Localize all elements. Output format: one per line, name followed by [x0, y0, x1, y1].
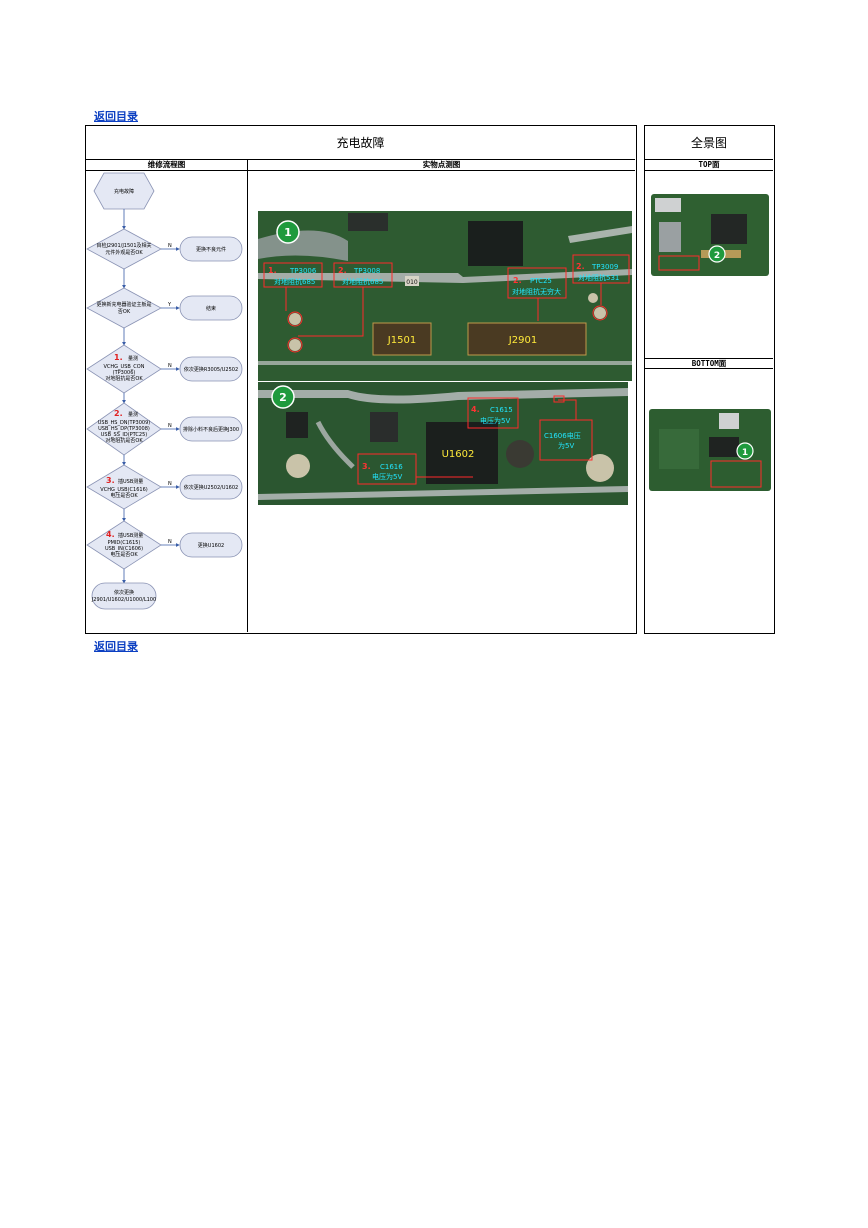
- c1616-name: C1616: [380, 463, 403, 471]
- flow-no-label-5: N: [168, 481, 172, 487]
- main-panel: 充电故障 维修流程图 实物点测图 充电故障 目检J2901/J1501及相关 元…: [85, 125, 637, 634]
- c1615-name: C1615: [490, 406, 513, 414]
- c1606-name: C1606电压: [544, 431, 581, 440]
- flow-decision-4-line4: 对地阻抗是否OK: [105, 437, 143, 444]
- repair-flowchart: 充电故障 目检J2901/J1501及相关 元件外观是否OK N 更换不良元件 …: [86, 171, 247, 633]
- flow-action-1-label: 更换不良元件: [196, 246, 226, 253]
- panorama-top-board: 2: [651, 194, 769, 276]
- flow-no-label-1: N: [168, 243, 172, 249]
- flow-no-label-3: N: [168, 363, 172, 369]
- tp3008-name: TP3008: [353, 267, 380, 275]
- flow-end-line2: J2901/U1602/U1000/L100: [91, 597, 156, 603]
- ptc25-desc: 对地阻抗无穷大: [512, 287, 561, 296]
- pcb-photo-top: 010 J1501 J2901 1 1. TP3006 对地阻抗685 2. T…: [258, 211, 632, 381]
- flow-decision-1-line2: 元件外观是否OK: [105, 249, 143, 256]
- pcb-photo-bottom: U1602 2 4. C1615 电压为5V C1606电压 为5V 3. C1…: [258, 382, 628, 505]
- tp3006-step: 1.: [268, 266, 277, 275]
- flow-decision-3-line3: 对地阻抗是否OK: [105, 375, 143, 382]
- panorama-bottom-board: 1: [649, 409, 771, 491]
- flow-decision-4-tag: 量测: [128, 411, 138, 418]
- photo-top-badge-label: 1: [284, 226, 292, 239]
- bottom-side-label: BOTTOM面: [645, 358, 773, 369]
- flow-action-4-label: 排除小料不良后更换J300: [183, 426, 239, 433]
- panorama-title: 全景图: [645, 126, 773, 160]
- flow-step-number-3: 3.: [106, 476, 115, 485]
- tp3006-desc: 对地阻抗685: [274, 277, 315, 286]
- flow-decision-1: [87, 229, 161, 269]
- flow-step-number-4: 4.: [106, 530, 115, 539]
- chip-010-label: 010: [406, 279, 418, 286]
- flow-decision-6-tag: 插USB测量: [118, 532, 143, 539]
- c1615-step: 4.: [471, 405, 480, 414]
- flow-end-line1: 依次更换: [114, 589, 134, 596]
- flow-end-node: [92, 583, 156, 609]
- flow-column-header: 维修流程图: [86, 160, 248, 171]
- ptc25-name: PTC25: [530, 277, 552, 285]
- flow-no-label-6: N: [168, 539, 172, 545]
- flow-decision-6-line3: 电压是否OK: [110, 551, 138, 558]
- back-to-contents-link-bottom[interactable]: 返回目录: [94, 638, 138, 654]
- flow-action-3-label: 依次更换R3005/U2502: [184, 366, 238, 373]
- c1606-desc: 为5V: [558, 441, 574, 450]
- flow-decision-1-line1: 目检J2901/J1501及相关: [96, 242, 151, 249]
- tp3006-name: TP3006: [289, 267, 317, 275]
- panorama-panel: 全景图 TOP面 2 BOTTOM面 1: [644, 125, 775, 634]
- flow-no-label-4: N: [168, 423, 172, 429]
- chip-u1602-label: U1602: [442, 449, 475, 460]
- connector-j2901-label: J2901: [508, 335, 537, 346]
- points-column-header: 实物点测图: [248, 160, 635, 171]
- flow-action-6-label: 更换U1602: [198, 542, 224, 549]
- tp3009-desc: 对地阻抗531: [578, 273, 619, 282]
- tp3008-desc: 对地阻抗685: [342, 277, 383, 286]
- panorama-top-badge-label: 2: [714, 251, 720, 261]
- tp3008-step: 2.: [338, 266, 347, 275]
- flow-yes-label: Y: [167, 302, 172, 308]
- top-side-label: TOP面: [645, 160, 773, 171]
- flow-decision-2-line1: 更换新充电器验证主板是: [96, 301, 151, 308]
- page-title: 充电故障: [86, 126, 635, 160]
- back-to-contents-link-top[interactable]: 返回目录: [94, 108, 138, 124]
- flow-decision-5-tag: 插USB测量: [118, 478, 143, 485]
- flow-decision-3-tag: 量测: [128, 355, 138, 362]
- flow-step-number-2: 2.: [114, 409, 123, 418]
- c1616-desc: 电压为5V: [372, 472, 402, 481]
- tp3009-name: TP3009: [591, 263, 618, 271]
- flow-step-number-1: 1.: [114, 353, 123, 362]
- tp3009-step: 2.: [576, 262, 585, 271]
- flow-decision-5-line2: 电压是否OK: [110, 492, 138, 499]
- photo-bottom-badge-label: 2: [279, 391, 287, 404]
- ptc25-step: 2.: [513, 276, 522, 285]
- c1615-desc: 电压为5V: [480, 416, 510, 425]
- flow-action-2-label: 结束: [206, 305, 216, 312]
- column-divider: [247, 171, 248, 632]
- connector-j1501-label: J1501: [387, 335, 416, 346]
- flow-start-label: 充电故障: [114, 188, 134, 195]
- flow-decision-2-line2: 否OK: [118, 309, 131, 315]
- c1616-step: 3.: [362, 462, 371, 471]
- flow-decision-2: [87, 288, 161, 328]
- panorama-bottom-badge-label: 1: [742, 448, 748, 458]
- flow-action-5-label: 依次更换U2502/U1602: [184, 484, 238, 491]
